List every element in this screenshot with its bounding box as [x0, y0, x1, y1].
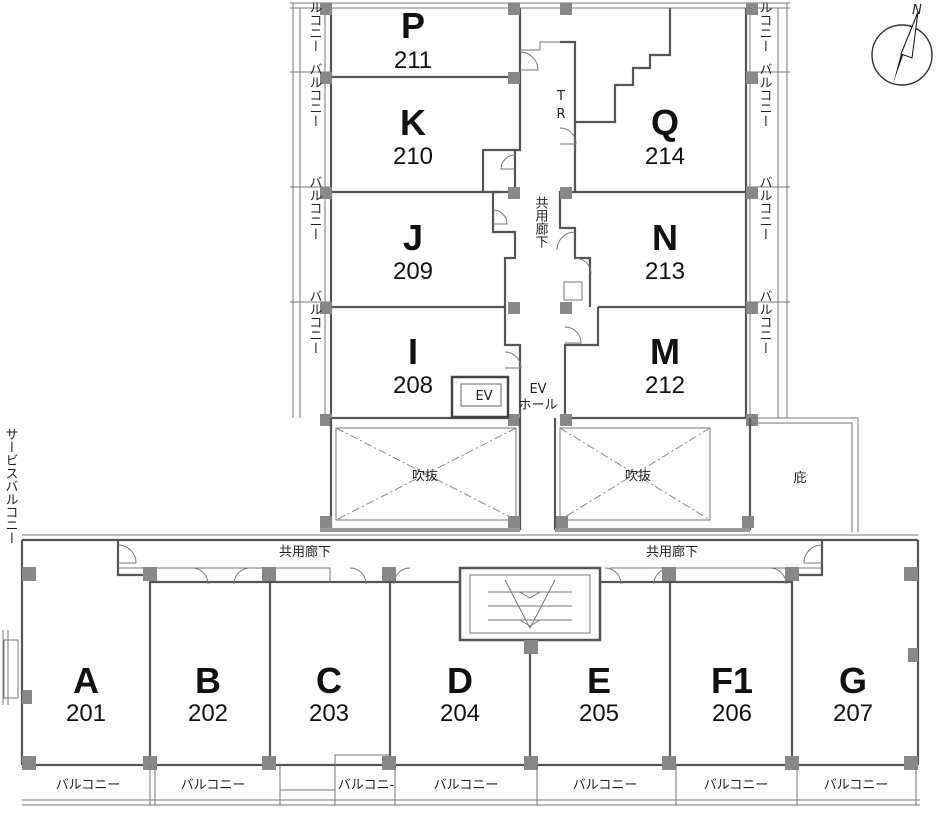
ev-hall-label-line2: ホール: [518, 398, 557, 413]
unit-letter: P: [401, 5, 425, 46]
balcony-label-203: バルコニ-: [338, 778, 395, 793]
eaves: 庇: [750, 417, 859, 532]
unit-label-203: C 203: [309, 660, 349, 727]
void-label-right: 吹抜: [625, 468, 651, 484]
tr-label-r: R: [556, 107, 565, 122]
balcony-label-209: バルコニー: [307, 176, 323, 241]
unit-number: 213: [645, 258, 685, 285]
balcony-label-201: バルコニー: [56, 778, 121, 793]
unit-letter: M: [650, 331, 680, 372]
elevator: EV: [450, 375, 510, 419]
unit-number: 207: [833, 700, 873, 727]
balcony-label-210: バルコニー: [307, 63, 323, 128]
unit-label-201: A 201: [66, 660, 106, 727]
balcony-label-206: バルコニー: [704, 778, 769, 793]
unit-number: 214: [645, 143, 685, 170]
compass-n-label: N: [912, 3, 922, 18]
unit-number: 212: [645, 372, 685, 399]
unit-number: 203: [309, 700, 349, 727]
unit-letter: A: [73, 660, 99, 701]
unit-label-210: K 210: [393, 102, 433, 170]
unit-label-208: I 208: [393, 331, 433, 399]
balcony-label-205: バルコニー: [573, 778, 638, 793]
unit-number: 206: [712, 700, 752, 727]
eaves-label: 庇: [793, 471, 806, 486]
ev-hall-label-line1: EV: [529, 382, 546, 397]
balcony-label-211: バルコニー: [307, 0, 323, 53]
unit-label-211: P 211: [394, 5, 432, 74]
upper-doors: [492, 51, 592, 369]
unit-letter: K: [400, 102, 426, 143]
balcony-label-212: バルコニー: [757, 290, 773, 355]
balcony-label-207: バルコニー: [824, 778, 889, 793]
unit-label-206: F1 206: [711, 660, 753, 727]
unit-letter: E: [587, 660, 611, 701]
voids: 吹抜 吹抜: [320, 418, 754, 532]
unit-label-207: G 207: [833, 660, 873, 727]
unit-label-213: N 213: [645, 217, 685, 285]
upper-columns: [320, 3, 758, 426]
lower-columns: [22, 567, 918, 770]
balcony-label-204: バルコニー: [434, 778, 499, 793]
upper-corridor-label: 共用廊下: [533, 196, 549, 248]
unit-number: 205: [579, 700, 619, 727]
unit-letter: D: [447, 660, 473, 701]
void-label-left: 吹抜: [412, 468, 438, 484]
compass: N: [871, 3, 933, 86]
unit-letter: N: [652, 217, 678, 258]
unit-letter: J: [403, 217, 423, 258]
unit-letter: G: [839, 660, 867, 701]
tr-label: T R: [556, 89, 566, 122]
ev-label: EV: [475, 389, 492, 404]
unit-number: 209: [393, 258, 433, 285]
unit-number: 211: [394, 47, 432, 74]
unit-label-205: E 205: [579, 660, 619, 727]
balcony-label-213: バルコニー: [757, 176, 773, 241]
balcony-label-214a: バルコニー: [757, 0, 773, 53]
service-balcony-label: サービスバルコニー: [3, 428, 19, 545]
unit-letter: B: [195, 660, 221, 701]
unit-number: 210: [393, 143, 433, 170]
service-balcony: サービスバルコニー: [2, 428, 19, 705]
unit-label-214: Q 214: [645, 102, 685, 170]
compass-needle-light: [900, 11, 919, 59]
unit-label-212: M 212: [645, 331, 685, 399]
unit-label-204: D 204: [440, 660, 480, 727]
lower-corridor-label-left: 共用廊下: [279, 544, 331, 560]
unit-number: 202: [188, 700, 228, 727]
unit-label-202: B 202: [188, 660, 228, 727]
unit-number: 208: [393, 372, 433, 399]
compass-ring: [871, 24, 933, 86]
balcony-label-214: バルコニー: [757, 63, 773, 128]
unit-number: 201: [66, 700, 106, 727]
upper-balcony-labels: バルコニー バルコニー バルコニー バルコニー バルコニー バルコニー バルコニ…: [307, 0, 773, 355]
tr-label-t: T: [556, 89, 565, 104]
unit-letter: I: [408, 331, 418, 372]
unit-letter: Q: [651, 102, 679, 143]
unit-letter: C: [316, 660, 342, 701]
unit-label-209: J 209: [393, 217, 433, 285]
lower-balconies: バルコニー バルコニー バルコニ- バルコニー バルコニー バルコニー バルコニ…: [22, 754, 920, 806]
balcony-label-202: バルコニー: [181, 778, 246, 793]
lower-corridor-label-right: 共用廊下: [646, 544, 698, 560]
balcony-label-208: バルコニー: [307, 290, 323, 355]
unit-letter: F1: [711, 660, 753, 701]
upper-balcony-dividers: [290, 71, 790, 303]
upper-wing-walls: [290, 2, 790, 420]
unit-number: 204: [440, 700, 480, 727]
